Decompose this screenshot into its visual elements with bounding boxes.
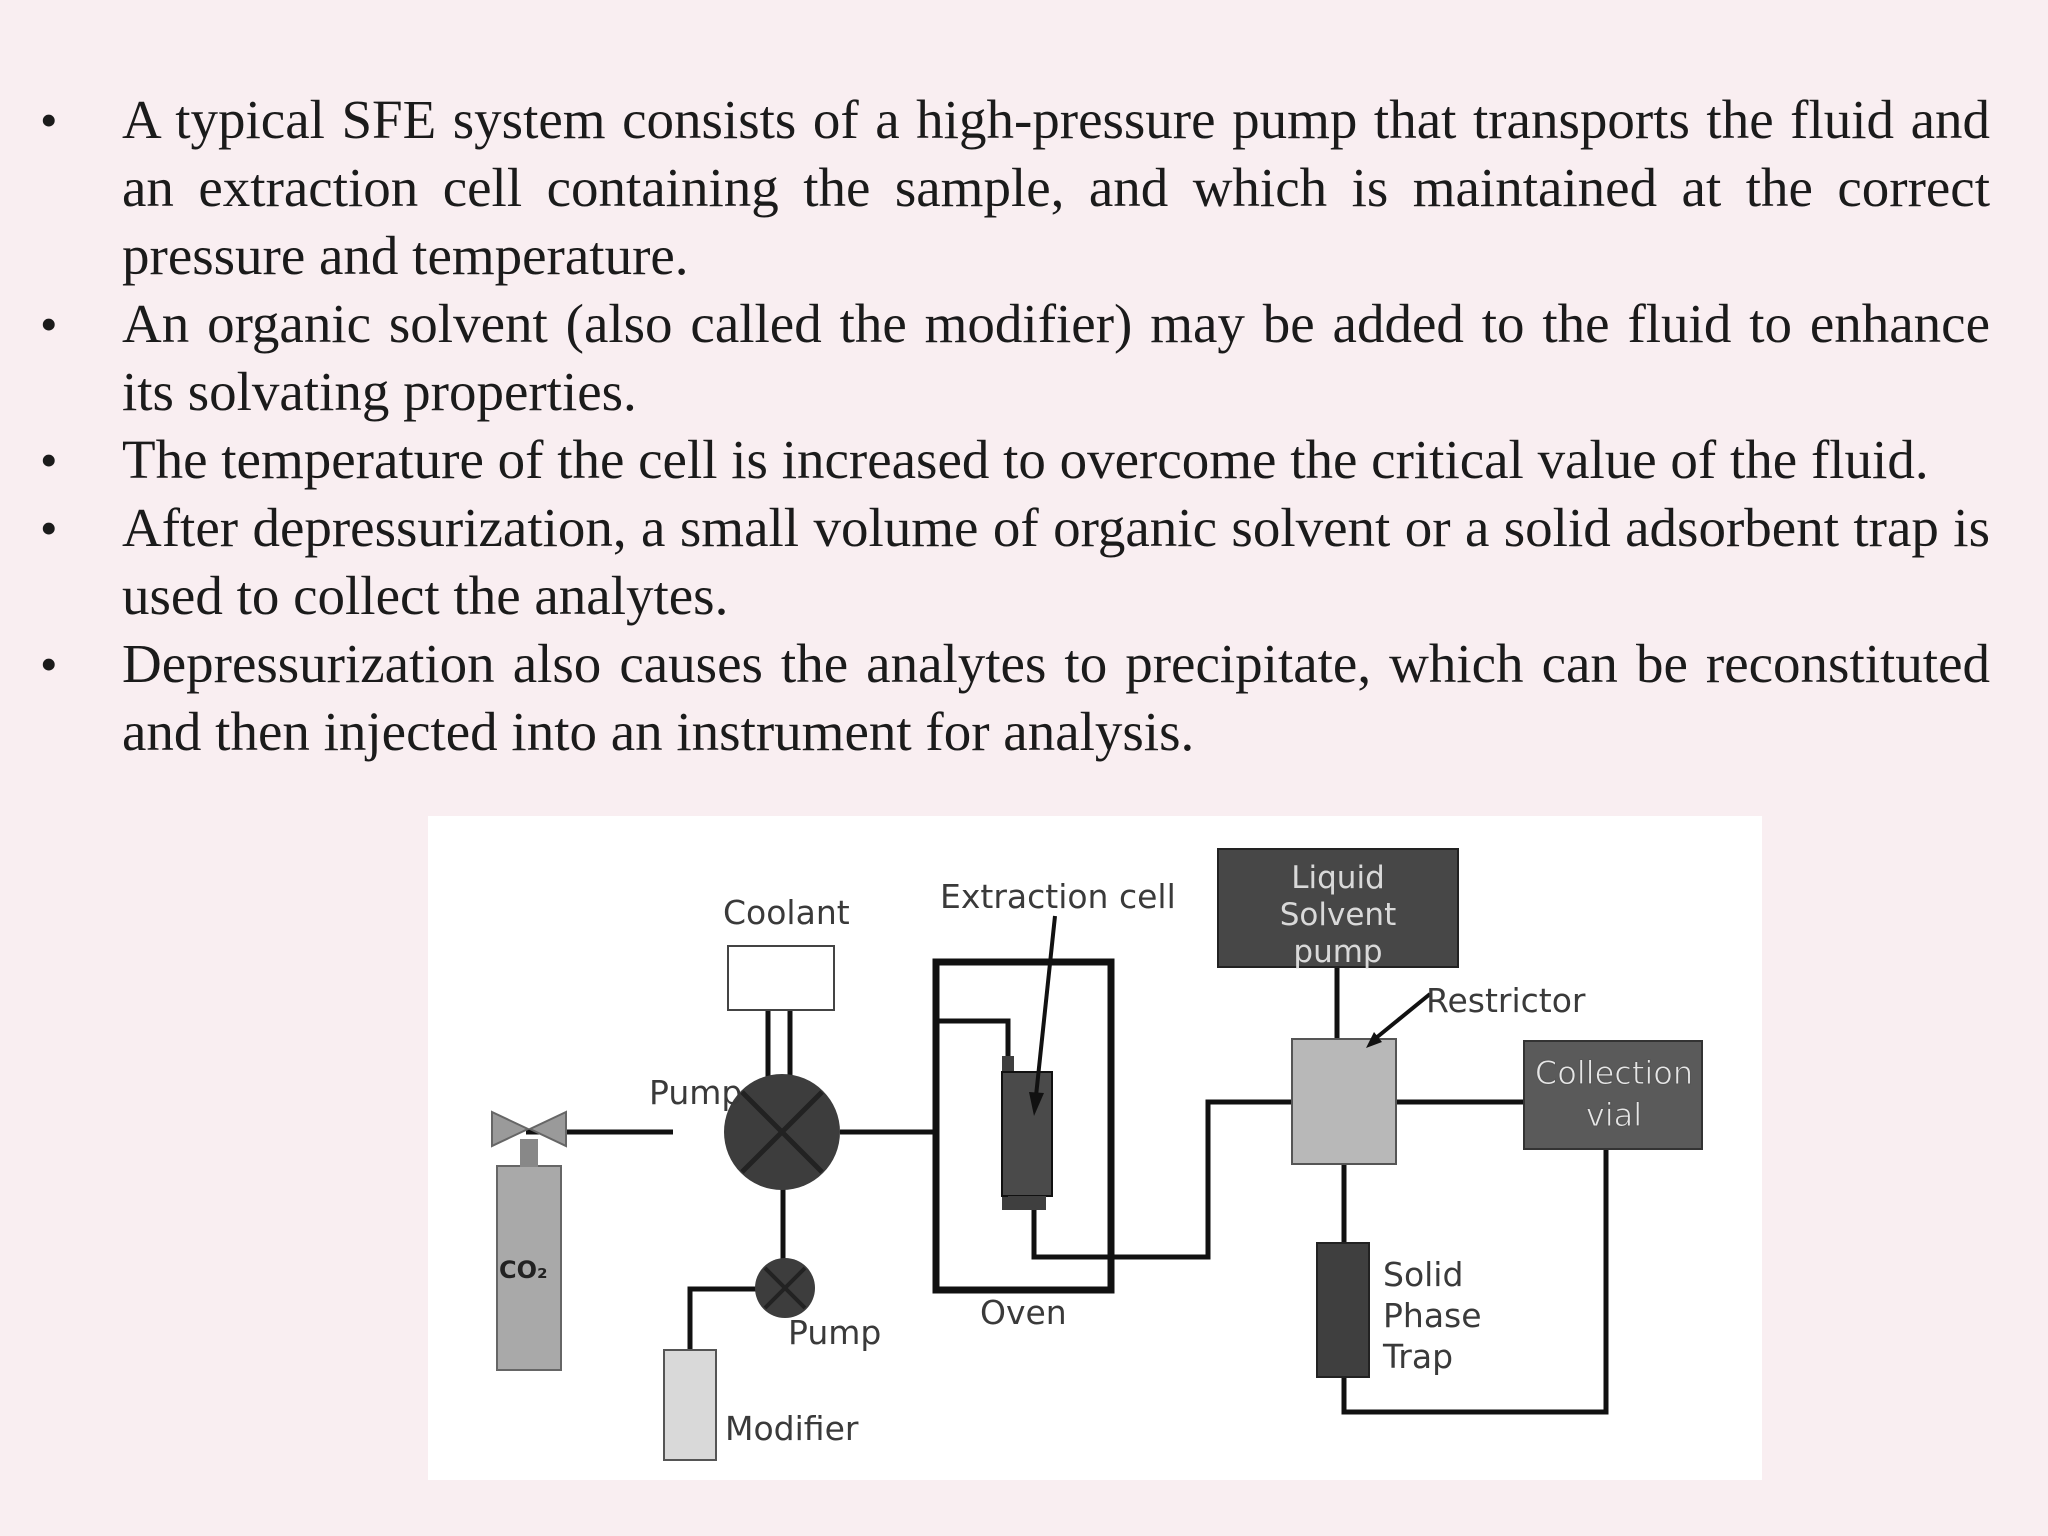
modifier-pump-icon (755, 1258, 815, 1318)
liquid-solvent-pump-label-3: pump (1293, 934, 1382, 970)
sfe-system-diagram: Coolant Extraction cell Pump Pump Modifi… (428, 816, 1762, 1480)
co2-cylinder-icon (491, 1110, 567, 1371)
modifier-label: Modifier (725, 1409, 859, 1448)
extraction-cell (1001, 1071, 1053, 1197)
bullet-item: An organic solvent (also called the modi… (40, 290, 1990, 426)
piping (526, 967, 1609, 1415)
collection-vial-box (1523, 1040, 1703, 1150)
bullet-item: After depressurization, a small volume o… (40, 494, 1990, 630)
bullet-list: A typical SFE system consists of a high-… (40, 86, 1990, 766)
modifier-vial (663, 1349, 717, 1461)
collection-vial-label-1: Collection (1535, 1054, 1693, 1092)
restrictor-pointer (1374, 992, 1432, 1040)
bullet-item: The temperature of the cell is increased… (40, 426, 1990, 494)
bullet-item: A typical SFE system consists of a high-… (40, 86, 1990, 290)
main-pump-label: Pump (649, 1073, 742, 1112)
restrictor-label: Restrictor (1426, 981, 1586, 1020)
liquid-solvent-pump-box (1217, 848, 1459, 968)
bullet-item: Depressurization also causes the analyte… (40, 630, 1990, 766)
extraction-cell-arrowhead (1029, 1092, 1044, 1116)
main-pump-icon (724, 1074, 840, 1190)
co2-label: CO₂ (499, 1256, 548, 1284)
oven-label: Oven (980, 1293, 1067, 1332)
extraction-cell-base (1008, 1196, 1046, 1210)
coolant-box (727, 945, 835, 1011)
solid-phase-trap-label-2: Phase (1383, 1296, 1482, 1335)
extraction-cell-top-cap (1002, 1056, 1014, 1072)
solid-phase-trap-label-1: Solid (1383, 1255, 1463, 1294)
solid-phase-trap-label-3: Trap (1382, 1337, 1453, 1376)
liquid-solvent-pump-label-1: Liquid (1291, 860, 1385, 896)
extraction-cell-pointer (1034, 915, 1057, 1097)
modifier-pump-label: Pump (788, 1313, 881, 1352)
pipe-cell-to-restrictor (1031, 1099, 1292, 1260)
pipe-modifier-pump-to-modifier (687, 1286, 758, 1352)
pipe-trap-to-vial (1341, 1149, 1609, 1415)
solid-phase-trap (1316, 1242, 1370, 1378)
extraction-cell-label: Extraction cell (940, 877, 1176, 916)
collection-vial-label-2: vial (1586, 1096, 1642, 1134)
sfe-diagram-svg: Coolant Extraction cell Pump Pump Modifi… (491, 848, 1703, 1461)
restrictor-arrowhead (1366, 1032, 1382, 1048)
oven-box (932, 958, 1115, 1294)
restrictor-block (1291, 1038, 1397, 1165)
liquid-solvent-pump-label-2: Solvent (1280, 897, 1396, 933)
pipe-pump-to-cell (840, 1018, 1011, 1135)
coolant-label: Coolant (723, 893, 850, 932)
